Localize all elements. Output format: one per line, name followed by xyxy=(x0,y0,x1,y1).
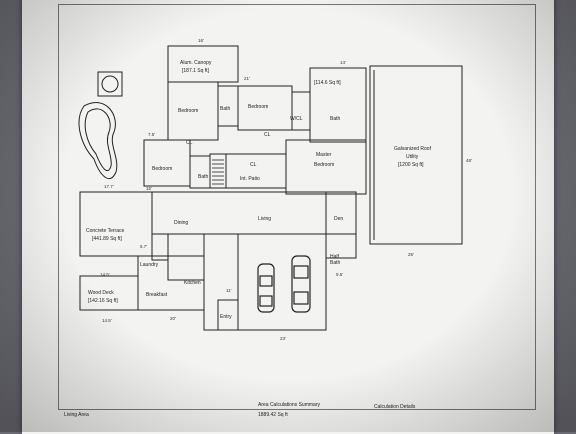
bedroom-2-label: Bedroom xyxy=(248,104,268,110)
closet-3-label: CL xyxy=(250,162,257,168)
dim-21: 21' xyxy=(244,76,250,81)
living-area-value: 1889.42 Sq ft xyxy=(258,412,288,418)
master-bedroom-label: Bedroom xyxy=(314,162,334,168)
utility-building xyxy=(369,65,463,245)
dim-23: 23' xyxy=(280,336,286,341)
living-label: Living xyxy=(258,216,271,222)
bath-1-label: Bath xyxy=(220,106,231,112)
bath-3-label: Bath xyxy=(198,174,209,180)
kitchen-label: Kitchen xyxy=(184,280,201,286)
dim-15: 15' xyxy=(146,186,152,191)
living-area-label: Living Area xyxy=(64,412,89,418)
dim-5-7: 5.7' xyxy=(140,244,147,249)
concrete-terrace-area: [441.89 Sq ft] xyxy=(92,236,122,242)
drawing-border xyxy=(58,4,536,410)
hot-tub xyxy=(97,71,123,97)
area-summary: Area Calculations Summary Calculation De… xyxy=(58,402,534,432)
dim-7-5: 7.5' xyxy=(148,132,155,137)
floor-plan-page: Alum. Canopy [187.1 Sq ft] Bedroom Bath … xyxy=(22,0,554,434)
closet-1-label: CL xyxy=(186,140,193,146)
dim-9-5: 9.5' xyxy=(336,272,343,277)
dim-48: 48' xyxy=(466,158,472,163)
bedroom-1-label: Bedroom xyxy=(178,108,198,114)
dim-20: 20' xyxy=(170,316,176,321)
dim-14: 14' xyxy=(340,60,346,65)
pool xyxy=(78,102,118,180)
summary-title: Area Calculations Summary xyxy=(258,402,320,408)
utility-label: Utility xyxy=(406,154,419,160)
master-label: Master xyxy=(316,152,332,158)
dining-label: Dining xyxy=(174,220,188,226)
wood-deck-area: [142.16 Sq ft] xyxy=(88,298,118,304)
utility-area-label: [1200 Sq ft] xyxy=(398,162,424,168)
half-bath-label-1: Half xyxy=(330,254,340,260)
alum-canopy-area: [187.1 Sq ft] xyxy=(182,68,210,74)
car-left xyxy=(257,263,275,313)
concrete-terrace-label: Concrete Terrace xyxy=(86,228,124,234)
entry-label: Entry xyxy=(220,314,232,320)
dim-25: 25' xyxy=(408,252,414,257)
galvanized-roof-label: Galvanized Roof xyxy=(394,146,432,152)
int-patio-label: Int. Patio xyxy=(240,176,260,182)
dim-16: 16' xyxy=(198,38,204,43)
half-bath-label-2: Bath xyxy=(330,260,341,266)
garage xyxy=(237,233,327,331)
den-label: Den xyxy=(334,216,343,222)
bedroom-3-label: Bedroom xyxy=(152,166,172,172)
calculation-details-title: Calculation Details xyxy=(374,404,416,410)
floor-plan-drawing: Alum. Canopy [187.1 Sq ft] Bedroom Bath … xyxy=(78,38,472,341)
alum-canopy-label: Alum. Canopy xyxy=(180,60,212,66)
laundry-label: Laundry xyxy=(140,262,159,268)
bath-2-label: Bath xyxy=(330,116,341,122)
wood-deck-label: Wood Deck xyxy=(88,290,114,296)
dim-14-5: 14.5' xyxy=(100,272,110,277)
area-114-label: [114.6 Sq ft] xyxy=(314,80,341,86)
dim-11: 11' xyxy=(226,288,232,293)
car-right xyxy=(291,255,311,313)
dim-14-5b: 14.5' xyxy=(102,318,112,323)
closet-2-label: CL xyxy=(264,132,271,138)
wcl-label: W/CL xyxy=(290,116,303,122)
dim-17-7: 17.7' xyxy=(104,184,114,189)
breakfast-label: Breakfast xyxy=(146,292,168,298)
